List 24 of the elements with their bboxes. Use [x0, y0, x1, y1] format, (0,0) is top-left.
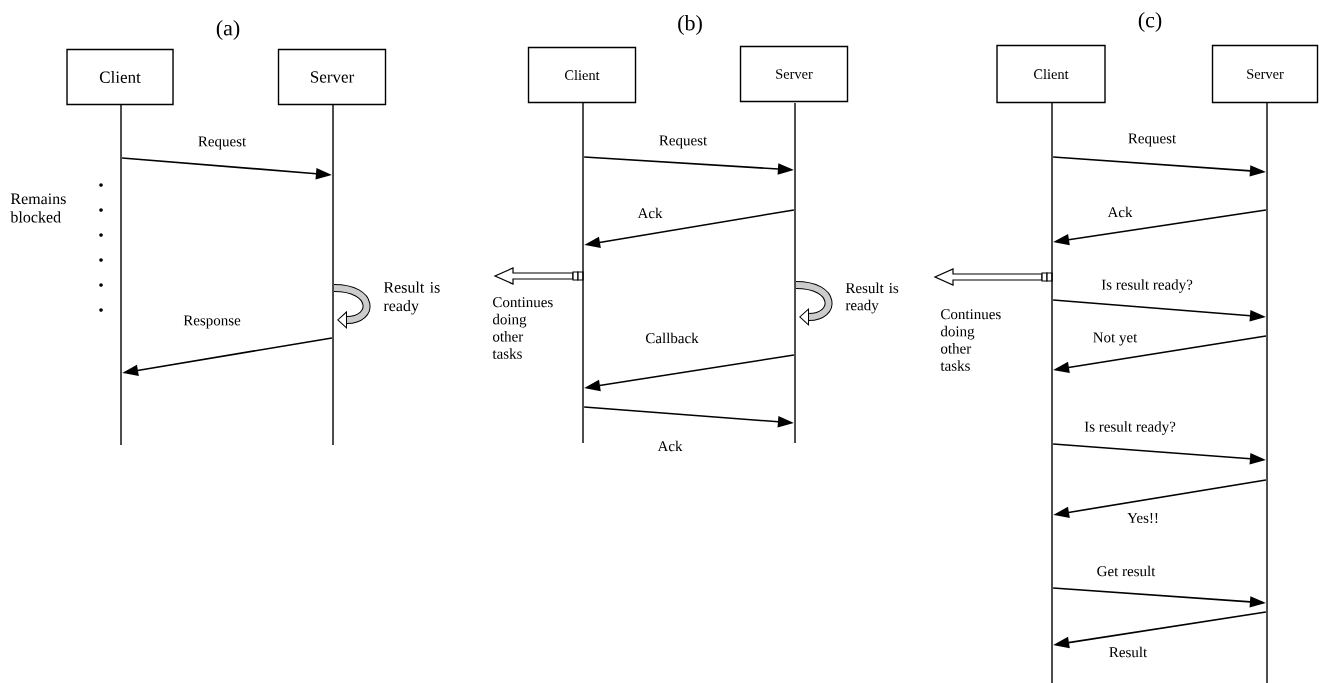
edge-label: Not yet [1090, 330, 1140, 348]
participant-box: Client [996, 44, 1106, 104]
edge-label: Ack [655, 438, 685, 454]
panel-label: (a) [216, 20, 240, 40]
panel-label: (b) [678, 15, 702, 35]
participant-box: Server [739, 45, 849, 103]
participant-box: Server [1211, 44, 1319, 104]
edge-label: Request [656, 133, 710, 151]
edge-label: Response [181, 313, 243, 331]
edge-label: Get result [1094, 563, 1158, 579]
edge-label: Request [1125, 131, 1179, 149]
edge-label: Is result ready? [1082, 419, 1178, 437]
note-text: Remains blocked [10, 193, 66, 223]
participant-box: Server [277, 48, 387, 106]
edge-label: Result [1106, 644, 1150, 660]
participant-box: Client [66, 48, 174, 106]
participant-box: Client [527, 46, 637, 104]
edge-label: Callback [643, 330, 701, 346]
panel-label: (c) [1138, 12, 1162, 32]
edge-label: Is result ready? [1099, 277, 1195, 295]
edge-label: Ack [1105, 204, 1135, 220]
edge-label: Yes!! [1125, 510, 1161, 525]
edge-label: Request [195, 134, 249, 152]
edge-label: Ack [635, 205, 665, 221]
